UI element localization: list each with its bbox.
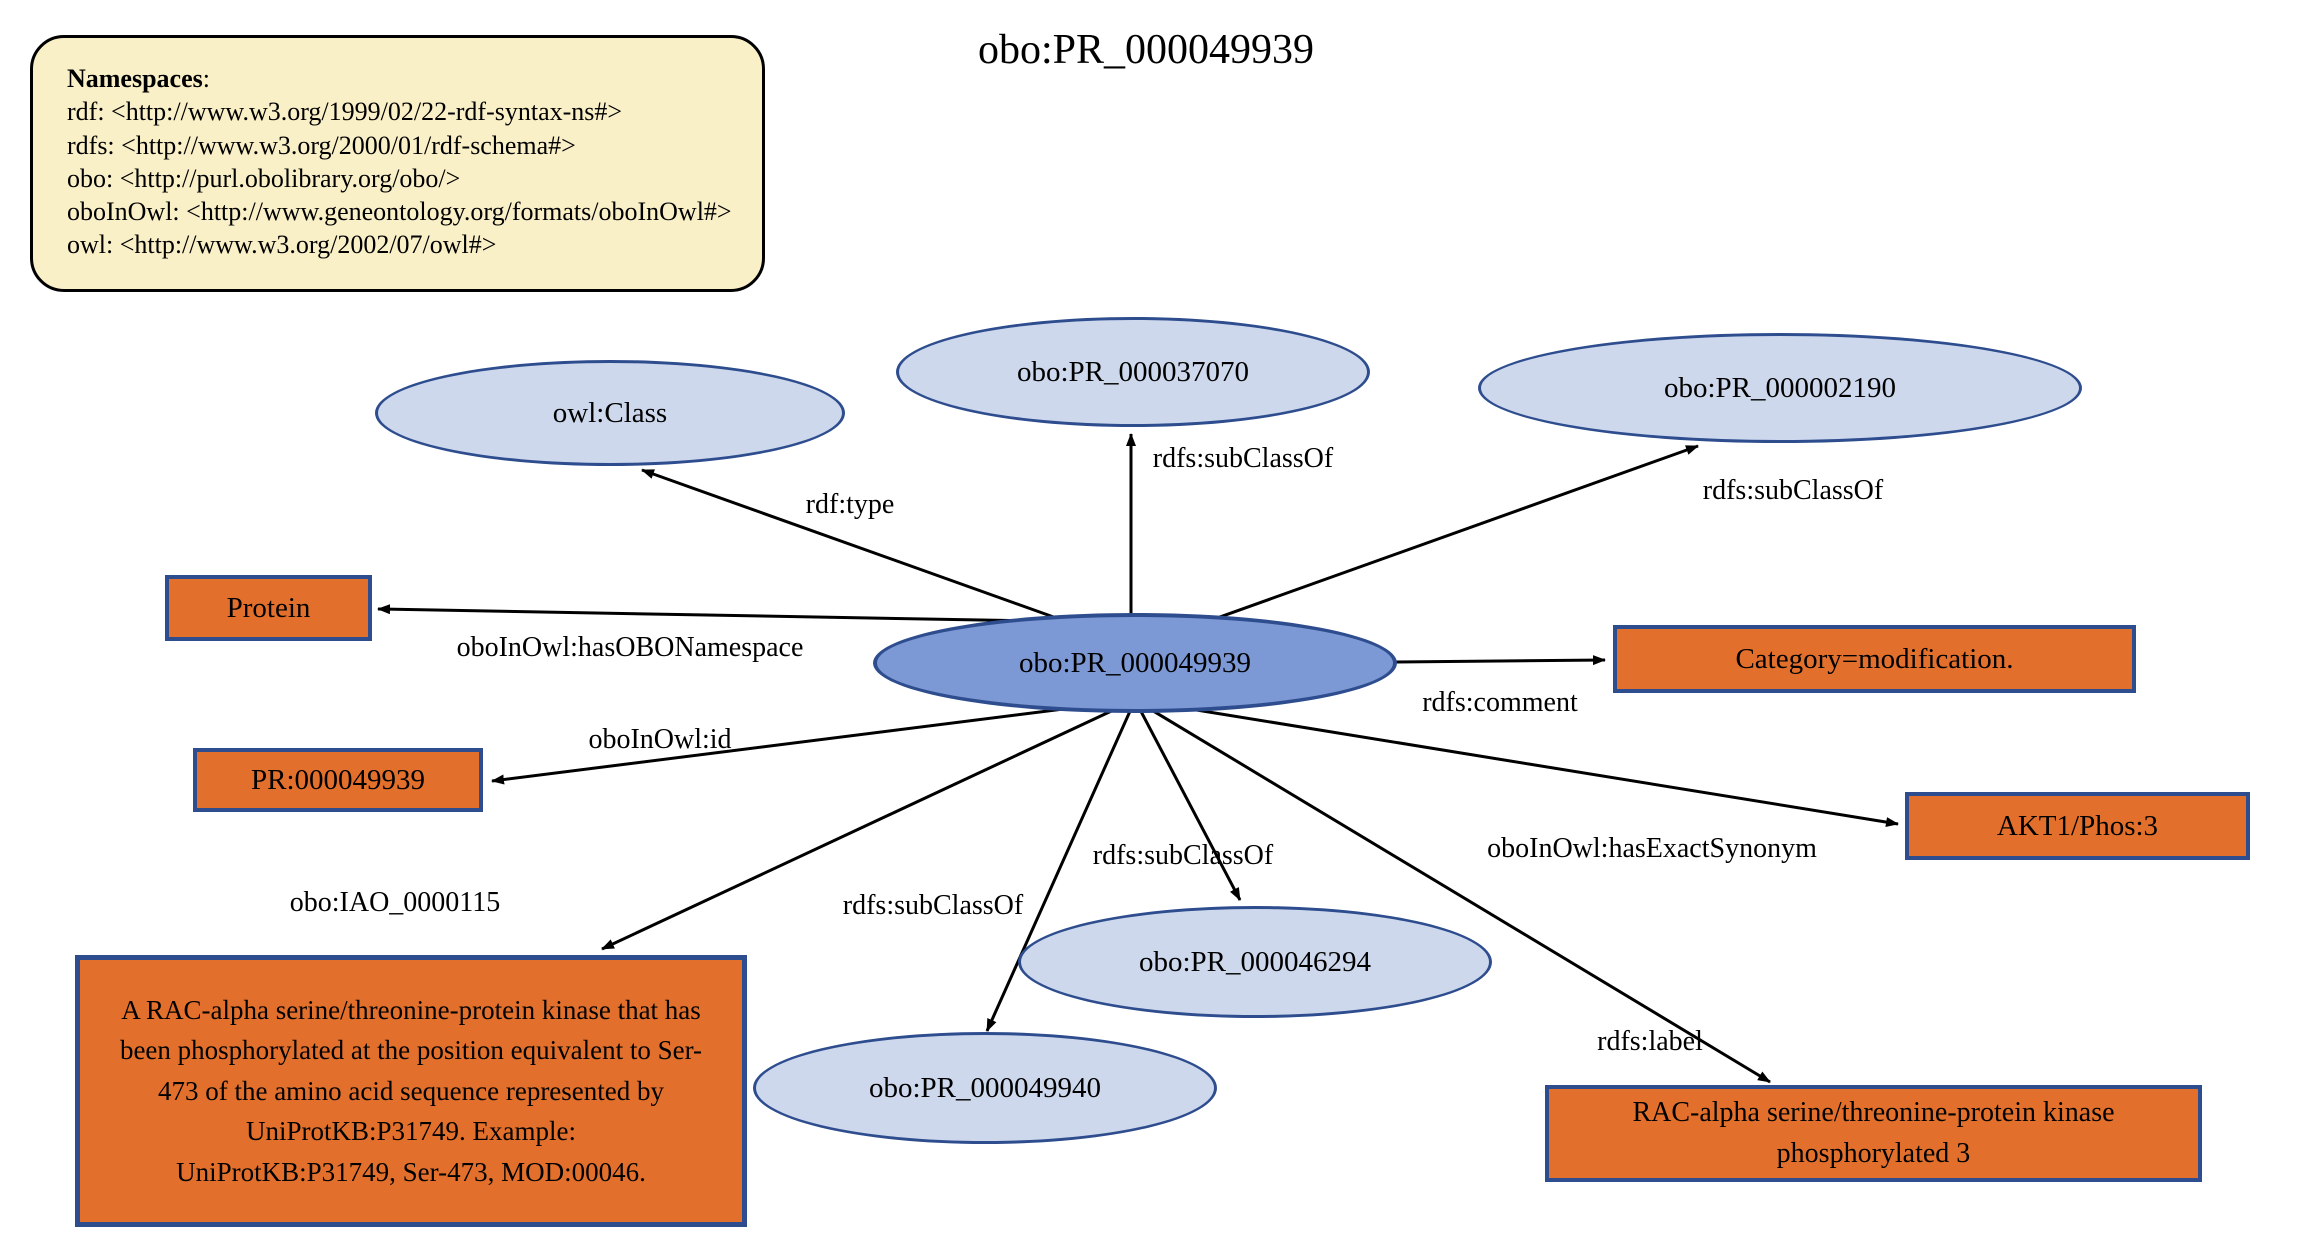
node-pr-000049939-central: obo:PR_000049939 [873,613,1397,713]
node-definition-literal: A RAC-alpha serine/threonine-protein kin… [75,955,747,1227]
edge-label-hasexactsynonym: oboInOwl:hasExactSynonym [1487,833,1817,864]
node-pr-000046294: obo:PR_000046294 [1018,906,1492,1018]
node-akt-synonym-literal: AKT1/Phos:3 [1905,792,2250,860]
namespace-owl: owl: <http://www.w3.org/2002/07/owl#> [67,230,497,260]
node-pr-000037070: obo:PR_000037070 [896,317,1370,427]
edge-label-hasobonamespace: oboInOwl:hasOBONamespace [456,632,804,663]
namespace-rdfs: rdfs: <http://www.w3.org/2000/01/rdf-sch… [67,130,576,160]
node-category-literal: Category=modification. [1613,625,2136,693]
node-rdfs-label-literal: RAC-alpha serine/threonine-protein kinas… [1545,1085,2202,1182]
node-owl-class: owl:Class [375,360,845,466]
edge-label-iao-definition: obo:IAO_0000115 [289,887,501,918]
edge-rdf-type-arrow [641,468,1091,632]
edge-subclassof-46294-arrow [1133,699,1242,901]
edge-hasobonamespace-arrow [377,604,1091,624]
edge-label-rdfs-label: rdfs:label [1597,1026,1703,1057]
edge-hasexactsynonym-arrow [1134,698,1899,828]
page-title: obo:PR_000049939 [977,27,1315,73]
namespace-oboinowl: oboInOwl: <http://www.geneontology.org/f… [67,197,732,227]
edge-label-subclassof-46294: rdfs:subClassOf [1092,840,1274,871]
edge-subclassof-49940-arrow [985,699,1137,1032]
node-pr-000002190: obo:PR_000002190 [1478,333,2082,443]
edge-iao-definition-arrow [601,698,1136,951]
edge-id-arrow [491,698,1136,785]
edge-label-rdf-type: rdf:type [805,489,895,520]
namespaces-box: Namespaces: rdf: <http://www.w3.org/1999… [30,35,765,292]
node-pr-000049940: obo:PR_000049940 [753,1032,1217,1144]
namespace-rdf: rdf: <http://www.w3.org/1999/02/22-rdf-s… [67,97,623,127]
node-pr-id-literal: PR:000049939 [193,748,483,812]
edge-label-comment: rdfs:comment [1422,687,1578,718]
edge-subclassof-2190-arrow [1149,444,1699,644]
namespace-obo: obo: <http://purl.obolibrary.org/obo/> [67,163,461,193]
node-protein-literal: Protein [165,575,372,641]
edge-label-id: oboInOwl:id [588,724,732,755]
namespaces-heading: Namespaces: [67,64,210,93]
edge-label-subclassof-49940: rdfs:subClassOf [842,890,1024,921]
edge-label-subclassof-37070: rdfs:subClassOf [1152,443,1334,474]
edge-label-subclassof-2190: rdfs:subClassOf [1702,475,1884,506]
edge-rdfs-label-arrow [1134,698,1771,1084]
